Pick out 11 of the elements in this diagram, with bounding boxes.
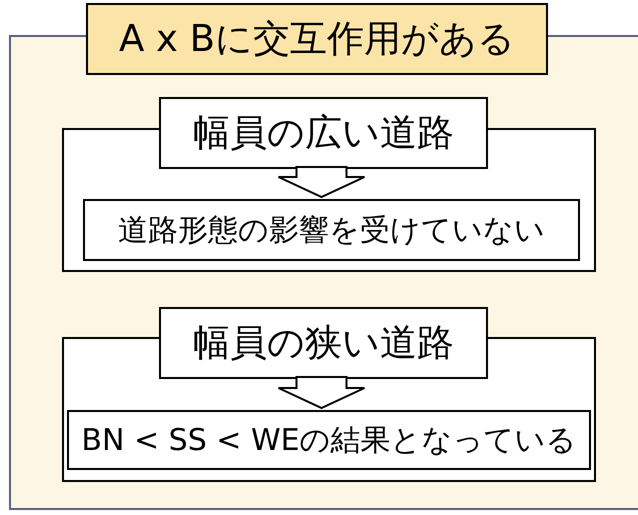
result-box	[83, 199, 580, 261]
group-box	[62, 307, 596, 482]
result-box	[67, 410, 591, 470]
group-box	[62, 97, 596, 272]
heading-box: 幅員の広い道路	[159, 97, 488, 169]
heading-box: 幅員の狭い道路	[159, 307, 488, 379]
result-text: 道路形態の影響を受けていない	[118, 212, 545, 250]
block-arrow	[278, 166, 366, 198]
title-banner: A x Bに交互作用がある	[86, 3, 548, 75]
block-arrow	[278, 376, 366, 410]
result-text: BN < SS < WEの結果となっている	[81, 422, 577, 460]
